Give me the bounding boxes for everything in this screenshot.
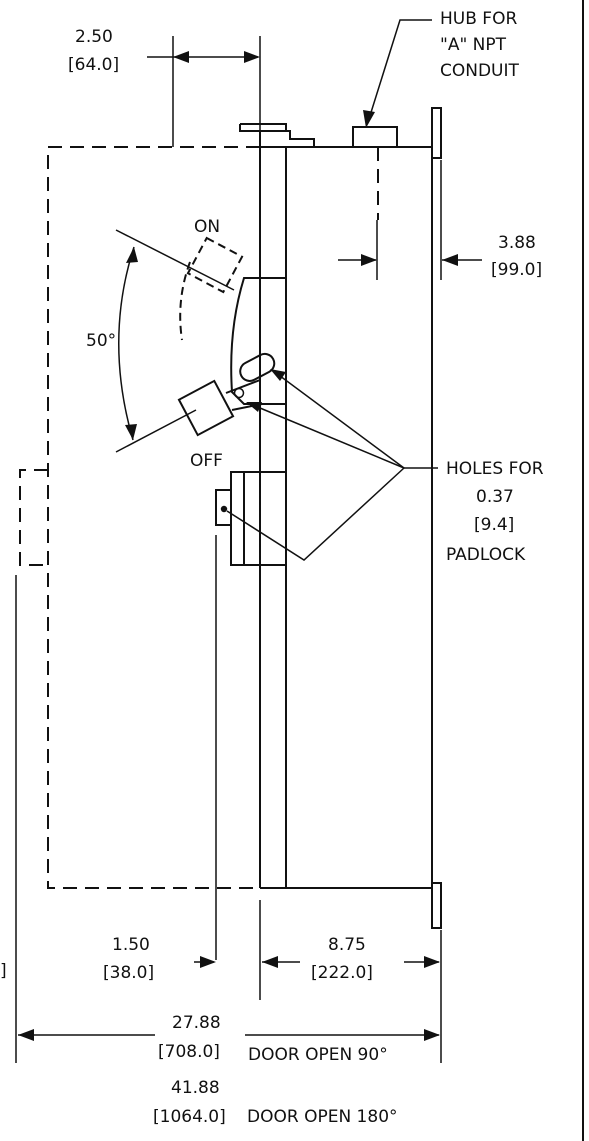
label-8-75-mm: [222.0] <box>311 963 373 983</box>
top-bracket <box>239 123 315 147</box>
handle-on-position <box>179 236 244 341</box>
conduit-hub <box>352 126 398 148</box>
label-41-88-in: 41.88 <box>171 1078 220 1098</box>
label-27-88-mm: [708.0] <box>158 1042 220 1062</box>
dimension-1-50 <box>194 535 300 1000</box>
hub-leader <box>363 19 432 128</box>
annotation-labels: 2.50 [64.0] HUB FOR "A" NPT CONDUIT 3.88… <box>0 9 544 1127</box>
swing-angle-dimension <box>115 229 235 453</box>
label-on: ON <box>194 217 220 237</box>
label-holes-line1: HOLES FOR <box>446 459 544 479</box>
label-3-88-in: 3.88 <box>498 233 536 253</box>
label-holes-line3: [9.4] <box>474 515 514 535</box>
door-open-outline <box>19 146 379 889</box>
label-8-75-in: 8.75 <box>328 935 366 955</box>
label-hub-line3: CONDUIT <box>440 61 520 81</box>
label-off: OFF <box>190 451 223 471</box>
label-2-50-mm: [64.0] <box>68 55 119 75</box>
operating-handle <box>177 236 286 437</box>
label-1-50-in: 1.50 <box>112 935 150 955</box>
label-hub-line2: "A" NPT <box>440 35 507 55</box>
padlock-slot <box>239 352 276 382</box>
latch-block <box>215 471 287 566</box>
label-41-88-mm: [1064.0] <box>153 1107 226 1127</box>
dimension-2-50 <box>147 36 261 147</box>
label-angle: 50° <box>86 331 116 351</box>
label-3-88-mm: [99.0] <box>491 260 542 280</box>
dimension-27-88 <box>15 575 440 1063</box>
label-holes-line2: 0.37 <box>476 487 514 507</box>
label-27-88-in: 27.88 <box>172 1013 221 1033</box>
label-holes-line4: PADLOCK <box>446 545 526 565</box>
label-hub-line1: HUB FOR <box>440 9 517 29</box>
padlock-holes-leaders <box>226 369 438 561</box>
label-edge-bracket: ] <box>0 961 7 981</box>
label-1-50-mm: [38.0] <box>103 963 154 983</box>
dimension-8-75 <box>404 930 442 1063</box>
dimension-3-88 <box>338 160 482 280</box>
label-2-50-in: 2.50 <box>75 27 113 47</box>
label-door-90: DOOR OPEN 90° <box>248 1045 388 1065</box>
handle-off-position <box>177 379 263 437</box>
label-door-180: DOOR OPEN 180° <box>247 1107 398 1127</box>
